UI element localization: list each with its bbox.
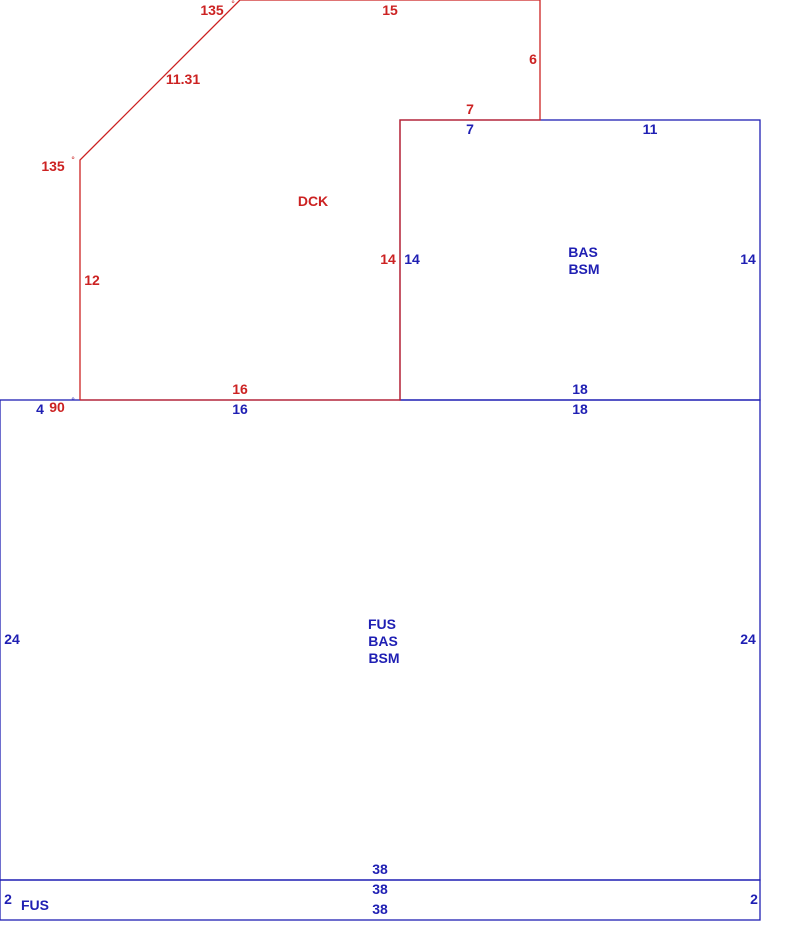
upper-label-bsm: BSM <box>568 261 599 277</box>
main-dim-right: 24 <box>740 631 756 647</box>
upper-dim-bottom: 18 <box>572 381 588 397</box>
deck-angle-top: 135 <box>200 2 224 18</box>
strip-dim-top: 38 <box>372 881 388 897</box>
strip-dim-left: 2 <box>4 891 12 907</box>
deck-angle-corner: 90 <box>49 399 65 415</box>
main-dim-top-left: 16 <box>232 401 248 417</box>
strip-dim-bottom: 38 <box>372 901 388 917</box>
main-label-bas: BAS <box>368 633 398 649</box>
deck-dim-left: 12 <box>84 272 100 288</box>
deck-angle-top-mark: ° <box>231 0 235 9</box>
deck-dim-bottom: 16 <box>232 381 248 397</box>
deck-angle-left-mark: ° <box>71 155 75 165</box>
strip-dim-right: 2 <box>750 891 758 907</box>
strip-label-fus: FUS <box>21 897 49 913</box>
deck-outline <box>79 0 541 401</box>
deck-dim-top: 15 <box>382 2 398 18</box>
deck-dim-step: 7 <box>466 101 474 117</box>
deck-angle-left: 135 <box>41 158 65 174</box>
main-dim-top-right: 18 <box>572 401 588 417</box>
bottom-strip-outline <box>0 879 761 921</box>
upper-dim-top-left: 7 <box>466 121 474 137</box>
upper-label-bas: BAS <box>568 244 598 260</box>
main-label-bsm: BSM <box>368 650 399 666</box>
upper-dim-top-right: 11 <box>643 121 658 137</box>
deck-dim-inner: 14 <box>380 251 396 267</box>
deck-label: DCK <box>298 193 328 209</box>
main-dim-bottom: 38 <box>372 861 388 877</box>
upper-floor-outline <box>399 119 761 401</box>
deck-dim-right: 6 <box>529 51 537 67</box>
main-dim-left: 24 <box>4 631 20 647</box>
upper-dim-right: 14 <box>740 251 756 267</box>
deck-angle-corner-mark: ° <box>71 396 75 406</box>
main-label-fus: FUS <box>368 616 396 632</box>
deck-dim-diag: 11.31 <box>166 71 200 87</box>
main-dim-corner-left: 4 <box>36 401 44 417</box>
upper-dim-left: 14 <box>404 251 420 267</box>
